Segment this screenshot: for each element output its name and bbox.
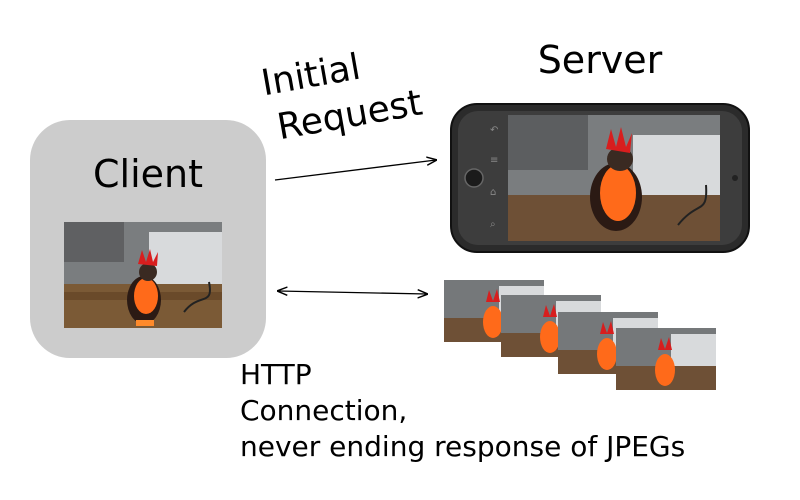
smartphone-icon: ↶ ≡ ⌂ ⌕	[450, 103, 750, 253]
svg-text:≡: ≡	[490, 155, 498, 166]
client-label: Client	[92, 152, 203, 196]
caption-line2: Connection,	[240, 394, 408, 427]
server-label: Server	[537, 38, 663, 82]
caption-line1: HTTP	[240, 358, 312, 391]
connection-arrow	[278, 291, 427, 294]
client-photo-icon	[64, 222, 222, 328]
svg-text:↶: ↶	[490, 125, 498, 136]
request-arrow	[274, 160, 436, 181]
svg-text:⌕: ⌕	[490, 219, 496, 230]
connection-caption: HTTP Connection, never ending response o…	[240, 357, 685, 465]
jpeg-frame-4	[616, 328, 716, 390]
caption-line3: never ending response of JPEGs	[240, 430, 686, 463]
svg-text:⌂: ⌂	[490, 187, 496, 198]
